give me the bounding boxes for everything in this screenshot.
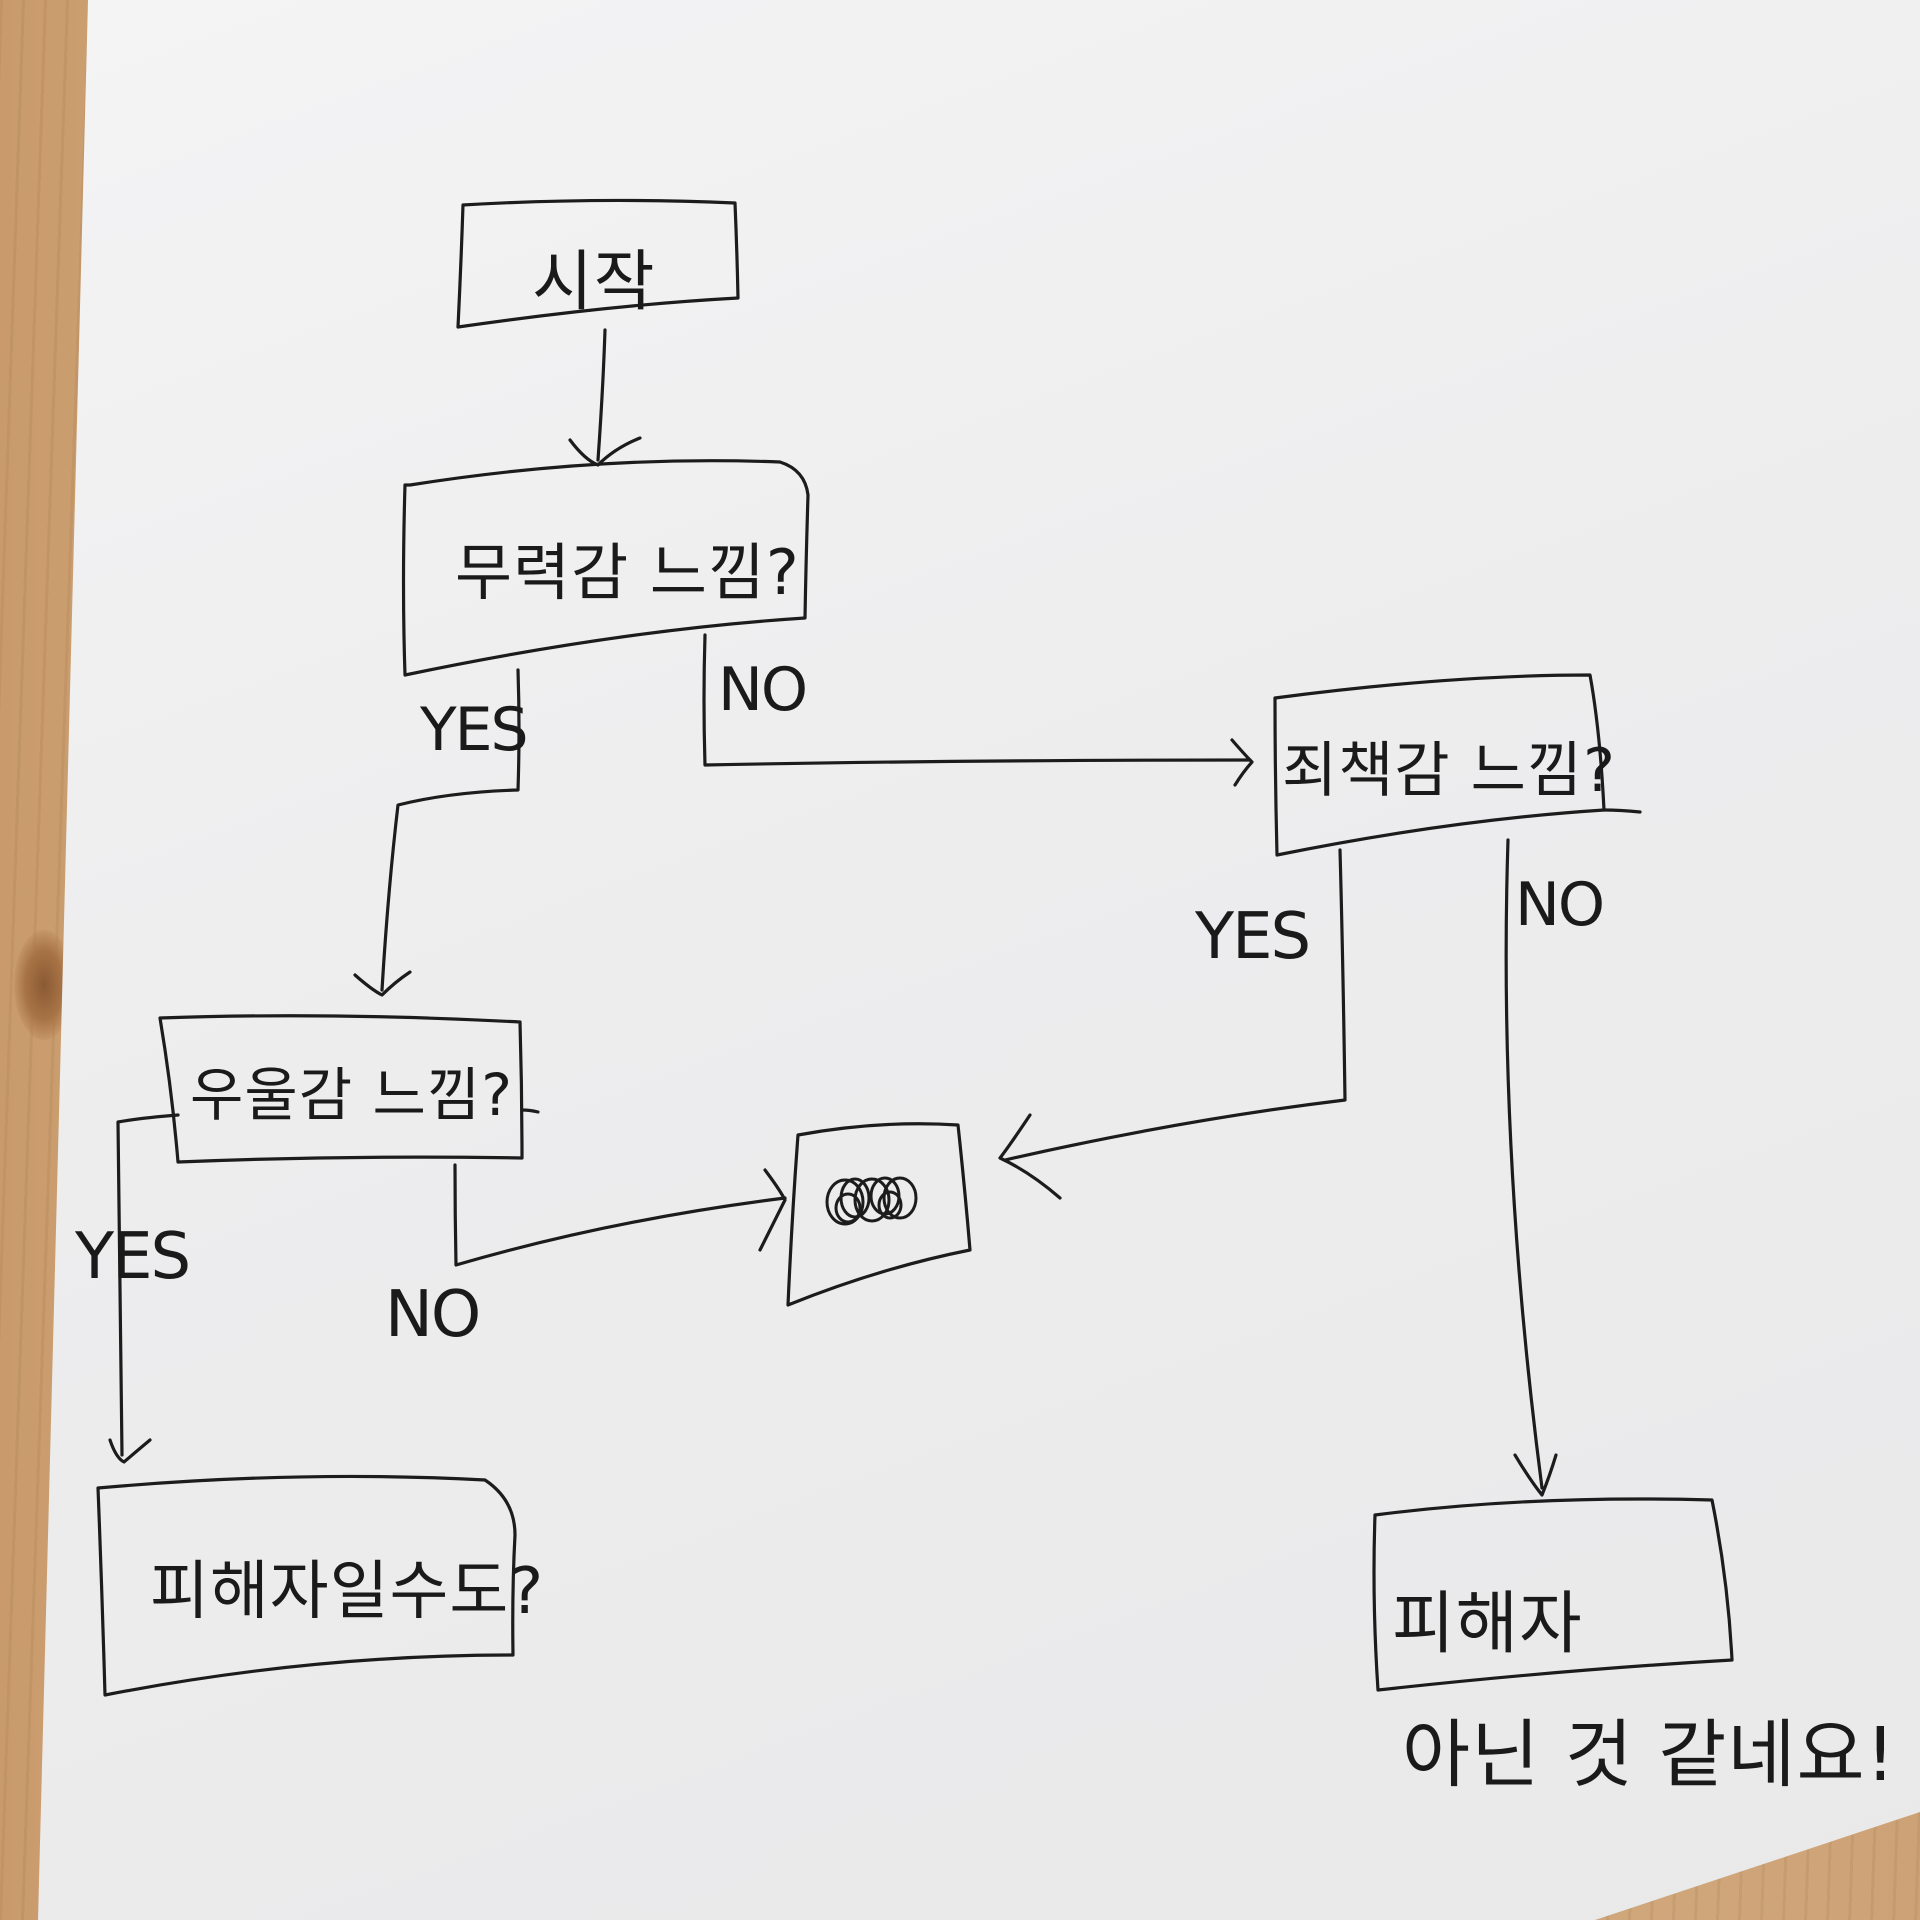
maybe-victim-box [96, 1474, 517, 1697]
not-victim-node-label-line1: 피해자 [1392, 1585, 1583, 1664]
depression-yes-label: YES [75, 1220, 191, 1294]
arrow-start-to-helpless [596, 328, 607, 462]
arrowhead-helpless-yes [353, 970, 412, 997]
depression-box [158, 1014, 524, 1164]
not-victim-node-label-line2: 아닌 것 같네요! [1402, 1712, 1897, 1798]
scribble-blot [825, 1176, 918, 1226]
start-box [456, 198, 740, 329]
depression-no-label: NO [385, 1278, 481, 1352]
not-victim-box [1372, 1497, 1734, 1692]
arrow-guilt-no [1504, 838, 1544, 1490]
arrowhead-guilt-no [1513, 1453, 1558, 1497]
arrowhead-depression-no [758, 1168, 787, 1252]
guilt-yes-label: YES [1195, 900, 1311, 974]
helpless-yes-label: YES [420, 695, 529, 765]
depression-box-tail [520, 1108, 540, 1114]
guilt-node-label: 죄책감 느낌? [1282, 736, 1616, 806]
arrowhead-guilt-yes [998, 1113, 1062, 1200]
arrowhead-depression-yes [108, 1438, 152, 1464]
maybe-victim-node-label: 피해자일수도? [150, 1555, 545, 1629]
arrow-helpless-yes [380, 668, 521, 992]
depression-node-label: 우울감 느낌? [190, 1061, 514, 1129]
arrow-guilt-yes [1003, 848, 1347, 1162]
arrow-depression-no [453, 1163, 787, 1267]
arrow-helpless-no [702, 633, 1252, 767]
arrow-depression-yes [116, 1113, 180, 1457]
arrowhead-helpless-no [1230, 738, 1254, 787]
helpless-box [401, 459, 810, 677]
helpless-node-label: 무력감 느낌? [455, 536, 800, 609]
guilt-no-label: NO [1515, 870, 1605, 940]
start-node-label: 시작 [532, 243, 656, 320]
guilt-box-tail [1602, 808, 1642, 814]
blotted-box [786, 1122, 972, 1307]
helpless-no-label: NO [718, 655, 808, 725]
